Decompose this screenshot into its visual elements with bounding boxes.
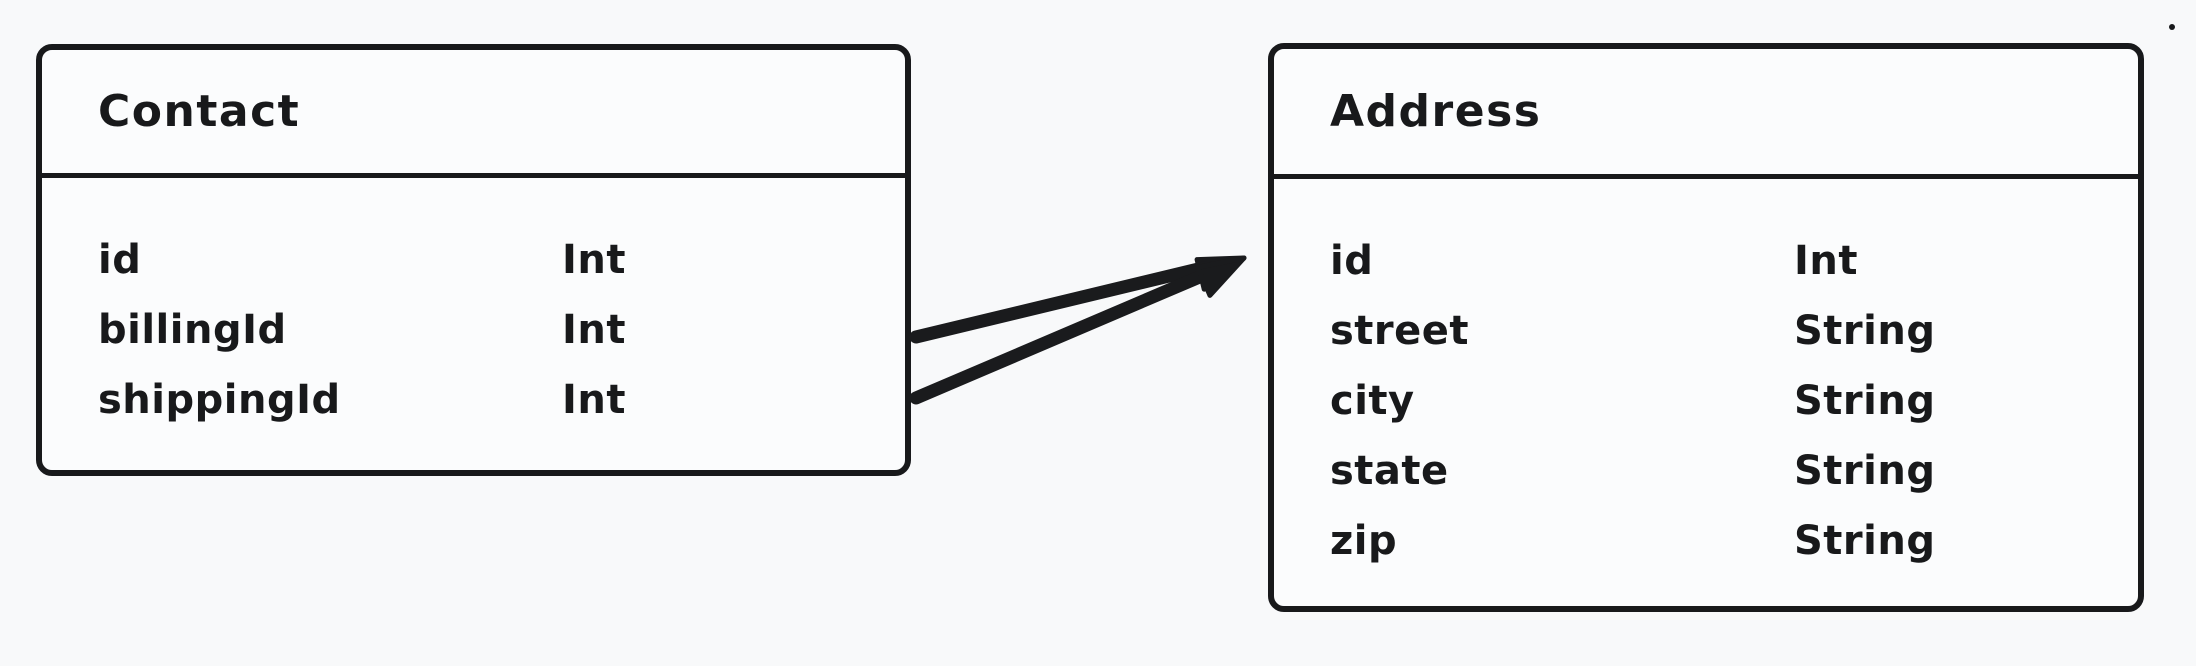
field-name: id — [1330, 238, 1374, 284]
entity-contact-title: Contact — [98, 86, 301, 137]
field-type: String — [1794, 378, 1936, 424]
entity-address-header: Address — [1274, 49, 2138, 179]
field-type: Int — [562, 237, 626, 283]
entity-address-title: Address — [1330, 86, 1542, 137]
field-type: Int — [562, 307, 626, 353]
field-type: Int — [562, 377, 626, 423]
field-name: billingId — [98, 307, 287, 353]
field-name: zip — [1330, 518, 1398, 564]
field-name: id — [98, 237, 142, 283]
relationship-line-shipping-to-address[interactable] — [909, 264, 1220, 405]
field-type: String — [1794, 308, 1936, 354]
arrowhead-icon — [1194, 255, 1247, 292]
stray-dot — [2169, 24, 2175, 30]
field-type: String — [1794, 518, 1936, 564]
arrowhead-icon — [1195, 255, 1247, 298]
field-name: shippingId — [98, 377, 341, 423]
relationship-line-billing-to-address[interactable] — [909, 259, 1218, 344]
entity-contact-header: Contact — [42, 50, 905, 178]
field-name: state — [1330, 448, 1449, 494]
field-name: city — [1330, 378, 1415, 424]
field-type: Int — [1794, 238, 1858, 284]
field-type: String — [1794, 448, 1936, 494]
field-name: street — [1330, 308, 1470, 354]
